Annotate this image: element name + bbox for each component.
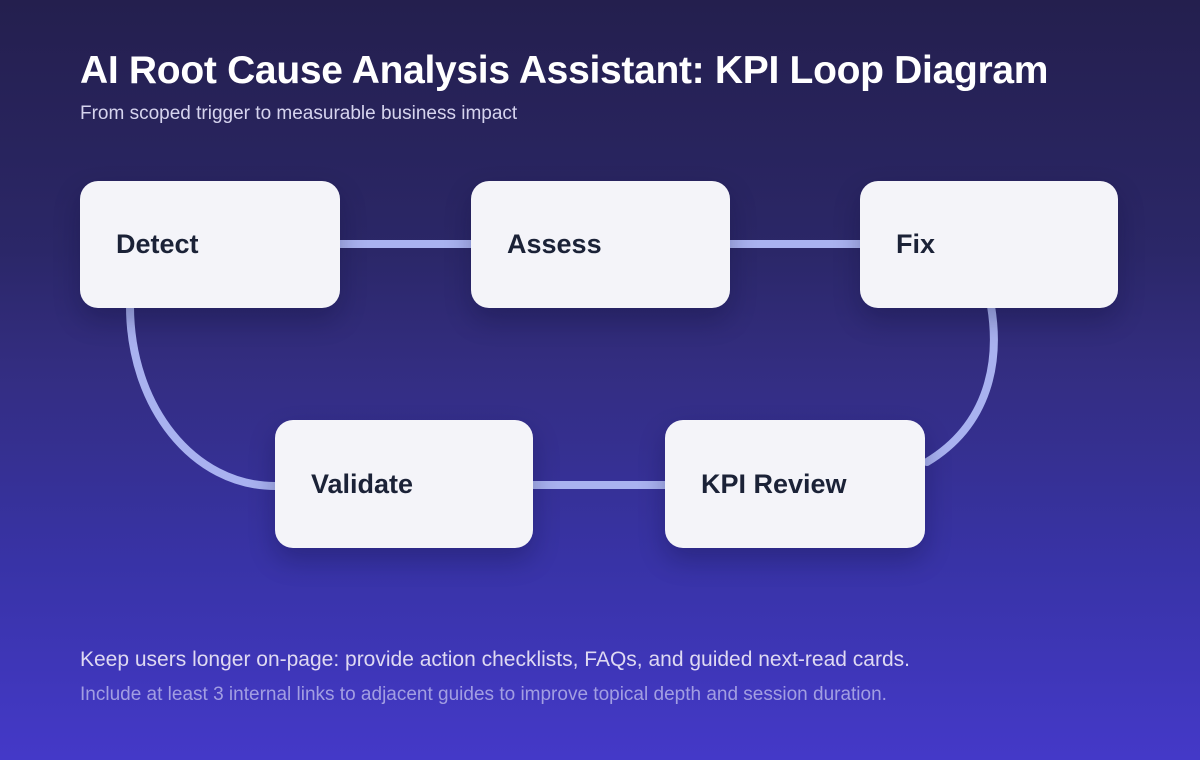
node-assess: Assess [471, 181, 730, 308]
node-assess-label: Assess [507, 229, 602, 259]
connector-validate-detect [126, 302, 279, 490]
node-kpi-review: KPI Review [665, 420, 925, 548]
node-detect: Detect [80, 181, 340, 308]
node-validate: Validate [275, 420, 533, 548]
page-subtitle: From scoped trigger to measurable busine… [80, 103, 518, 124]
node-validate-label: Validate [311, 468, 414, 499]
node-kpi-review-label: KPI Review [701, 468, 847, 499]
node-fix: Fix [860, 181, 1118, 308]
footer-tip-secondary: Include at least 3 internal links to adj… [80, 684, 887, 705]
node-fix-label: Fix [896, 229, 936, 259]
page-title: AI Root Cause Analysis Assistant: KPI Lo… [80, 49, 1049, 92]
connector-fix-kpi-review [923, 302, 998, 466]
node-detect-label: Detect [116, 229, 199, 259]
footer-tip-primary: Keep users longer on-page: provide actio… [80, 648, 910, 671]
